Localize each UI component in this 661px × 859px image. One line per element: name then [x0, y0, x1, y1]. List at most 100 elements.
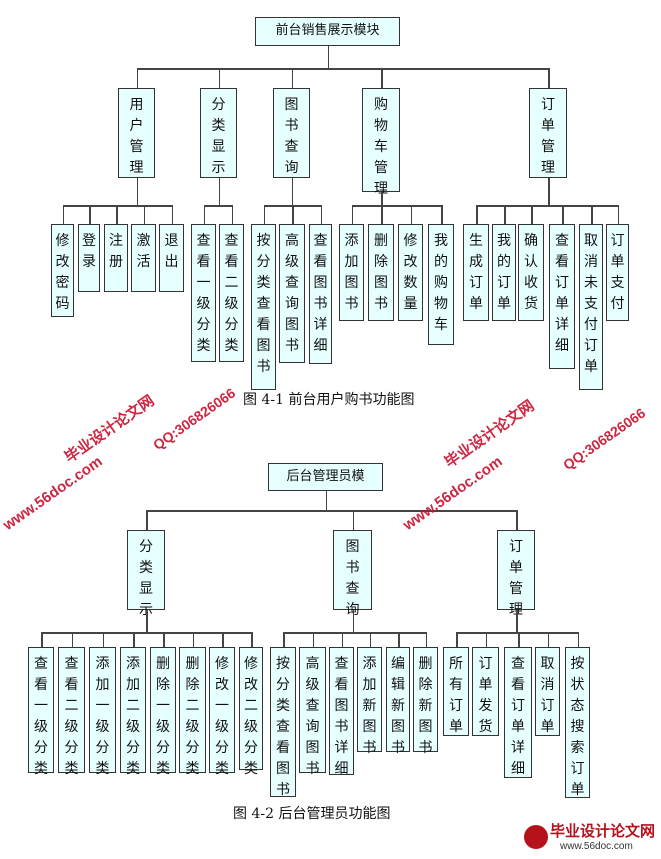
figure2-function-box: 按分类查看图书 [270, 647, 296, 798]
figure1-function-box: 确认收货 [518, 224, 544, 321]
figure2-function-box: 编辑新图书 [386, 647, 410, 756]
figure2-function-box: 取消订单 [535, 647, 560, 736]
connector-line [381, 68, 383, 88]
connector-line [381, 192, 383, 205]
connector-line [456, 632, 578, 634]
connector-line [171, 205, 173, 224]
connector-line [476, 205, 478, 224]
connector-line [591, 205, 593, 224]
connector-line [476, 205, 618, 207]
figure1-module-box: 用户管理 [118, 88, 155, 178]
connector-line [291, 68, 293, 88]
figure2-function-box: 修改一级分类 [209, 647, 235, 777]
connector-line [351, 205, 353, 224]
figure1-function-box: 我的订单 [492, 224, 516, 321]
connector-line [531, 205, 533, 224]
connector-line [291, 178, 293, 205]
connector-line [146, 510, 516, 512]
figure2-module-box: 分类显示 [127, 530, 165, 618]
connector-line [577, 632, 579, 647]
connector-line [218, 178, 220, 205]
connector-line [41, 632, 251, 634]
figure2-function-box: 查看订单详细 [504, 647, 532, 778]
figure1-function-box: 查看图书详细 [309, 224, 332, 364]
figure1-function-box: 我的购物车 [428, 224, 454, 345]
connector-line [133, 632, 135, 647]
figure2-function-box: 高级查询图书 [299, 647, 326, 777]
connector-line [547, 632, 549, 647]
figure2-function-box: 查看一级分类 [28, 647, 54, 777]
figure1-function-box: 激活 [131, 224, 156, 292]
connector-line [327, 46, 329, 68]
figure1-module-box: 图书查询 [273, 88, 310, 178]
connector-line [516, 510, 518, 530]
figure2-function-box: 按状态搜索订单 [565, 647, 590, 798]
figure2-function-box: 删除新图书 [413, 647, 438, 756]
connector-line [518, 632, 520, 647]
connector-line [325, 491, 327, 510]
connector-line [351, 205, 441, 207]
figure1-module-box: 订单管理 [529, 88, 567, 178]
figure2-function-box: 查看图书详细 [329, 647, 354, 777]
connector-line [146, 610, 148, 632]
connector-line [136, 68, 548, 70]
figure1-function-box: 查看一级分类 [191, 224, 216, 362]
connector-line [617, 205, 619, 224]
connector-line [251, 632, 253, 647]
connector-line [548, 178, 550, 205]
connector-line [562, 205, 564, 224]
connector-line [312, 632, 314, 647]
figure2-caption: 图 4-2 后台管理员功能图 [233, 806, 391, 822]
figure2-function-box: 所有订单 [443, 647, 469, 736]
figure2-module-box: 图书查询 [333, 530, 372, 618]
connector-line [516, 610, 518, 632]
connector-line [456, 632, 458, 647]
figure2-function-box: 删除一级分类 [150, 647, 176, 777]
connector-line [441, 205, 443, 224]
figure1-function-box: 删除图书 [368, 224, 394, 321]
figure1-function-box: 查看二级分类 [219, 224, 244, 362]
figure1-function-box: 高级查询图书 [279, 224, 305, 363]
connector-line [398, 632, 400, 647]
figure1-function-box: 订单支付 [606, 224, 629, 321]
connector-line [218, 68, 220, 88]
connector-line [146, 510, 148, 530]
connector-line [231, 205, 233, 224]
figure1-function-box: 按分类查看图书 [251, 224, 276, 390]
figure1-function-box: 退出 [159, 224, 184, 292]
connector-line [62, 205, 64, 224]
figure1-function-box: 查看订单详细 [549, 224, 575, 369]
connector-line [136, 68, 138, 88]
logo-emblem-icon [524, 825, 548, 849]
connector-line [485, 632, 487, 647]
connector-line [369, 632, 371, 647]
connector-line [292, 205, 294, 224]
connector-line [263, 205, 265, 224]
logo-url: www.56doc.com [560, 841, 633, 852]
figure2-function-box: 删除二级分类 [179, 647, 206, 777]
figure2-function-box: 添加新图书 [357, 647, 382, 756]
figure1-function-box: 生成订单 [463, 224, 489, 321]
figure1-function-box: 注册 [104, 224, 128, 292]
figure2-function-box: 添加二级分类 [120, 647, 146, 777]
figure2-root-box: 后台管理员模 [268, 463, 383, 491]
site-logo: 毕业设计论文网 www.56doc.com [520, 820, 658, 856]
logo-site-name: 毕业设计论文网 [550, 822, 656, 840]
connector-line [320, 205, 322, 224]
connector-line [203, 205, 232, 207]
connector-line [283, 632, 426, 634]
connector-line [504, 205, 506, 224]
connector-line [352, 610, 354, 632]
connector-line [102, 632, 104, 647]
figure2-function-box: 查看二级分类 [58, 647, 85, 777]
connector-line [136, 178, 138, 205]
connector-line [381, 205, 383, 224]
figure2-module-box: 订单管理 [497, 530, 535, 618]
figure1-function-box: 取消未支付订单 [579, 224, 603, 390]
connector-line [222, 632, 224, 647]
watermark-site-name: 毕业设计论文网 [61, 392, 158, 467]
figure2-function-box: 订单发货 [472, 647, 499, 736]
watermark-qq-2: QQ:306826066 [560, 404, 649, 474]
connector-line [41, 632, 43, 647]
connector-line [116, 205, 118, 224]
